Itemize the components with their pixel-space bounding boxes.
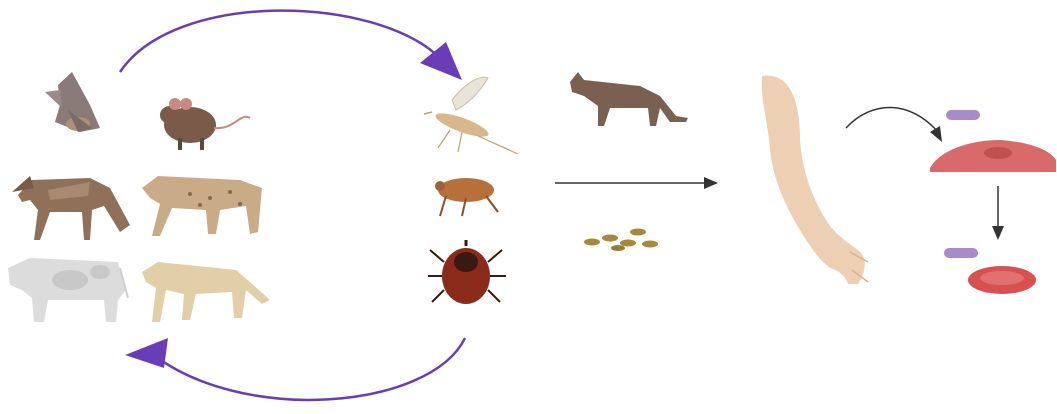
red-blood-cell-icon <box>968 266 1036 294</box>
bacterium-icon <box>946 110 980 120</box>
flea-icon <box>435 178 498 216</box>
cougar-icon <box>142 262 270 322</box>
tick-icon <box>428 240 506 304</box>
cycle-arrow-bottom-head <box>125 338 168 368</box>
cycle-arrow-bottom <box>125 338 465 400</box>
bat-icon <box>45 72 100 132</box>
cow-icon <box>8 258 128 322</box>
feces-icon <box>584 229 658 252</box>
entry-arrow <box>846 107 942 142</box>
mouse-icon <box>160 98 250 150</box>
bobcat-icon <box>142 176 262 236</box>
bacterium-icon <box>944 248 978 258</box>
mosquito-icon <box>424 77 518 154</box>
flow-arrow <box>555 177 718 189</box>
coyote-icon <box>12 176 130 240</box>
endothelial-cell-icon <box>930 140 1056 172</box>
human-arm-icon <box>762 76 868 284</box>
down-arrow <box>992 186 1004 240</box>
cycle-arrow-top <box>120 11 462 80</box>
cat-icon <box>570 72 688 126</box>
